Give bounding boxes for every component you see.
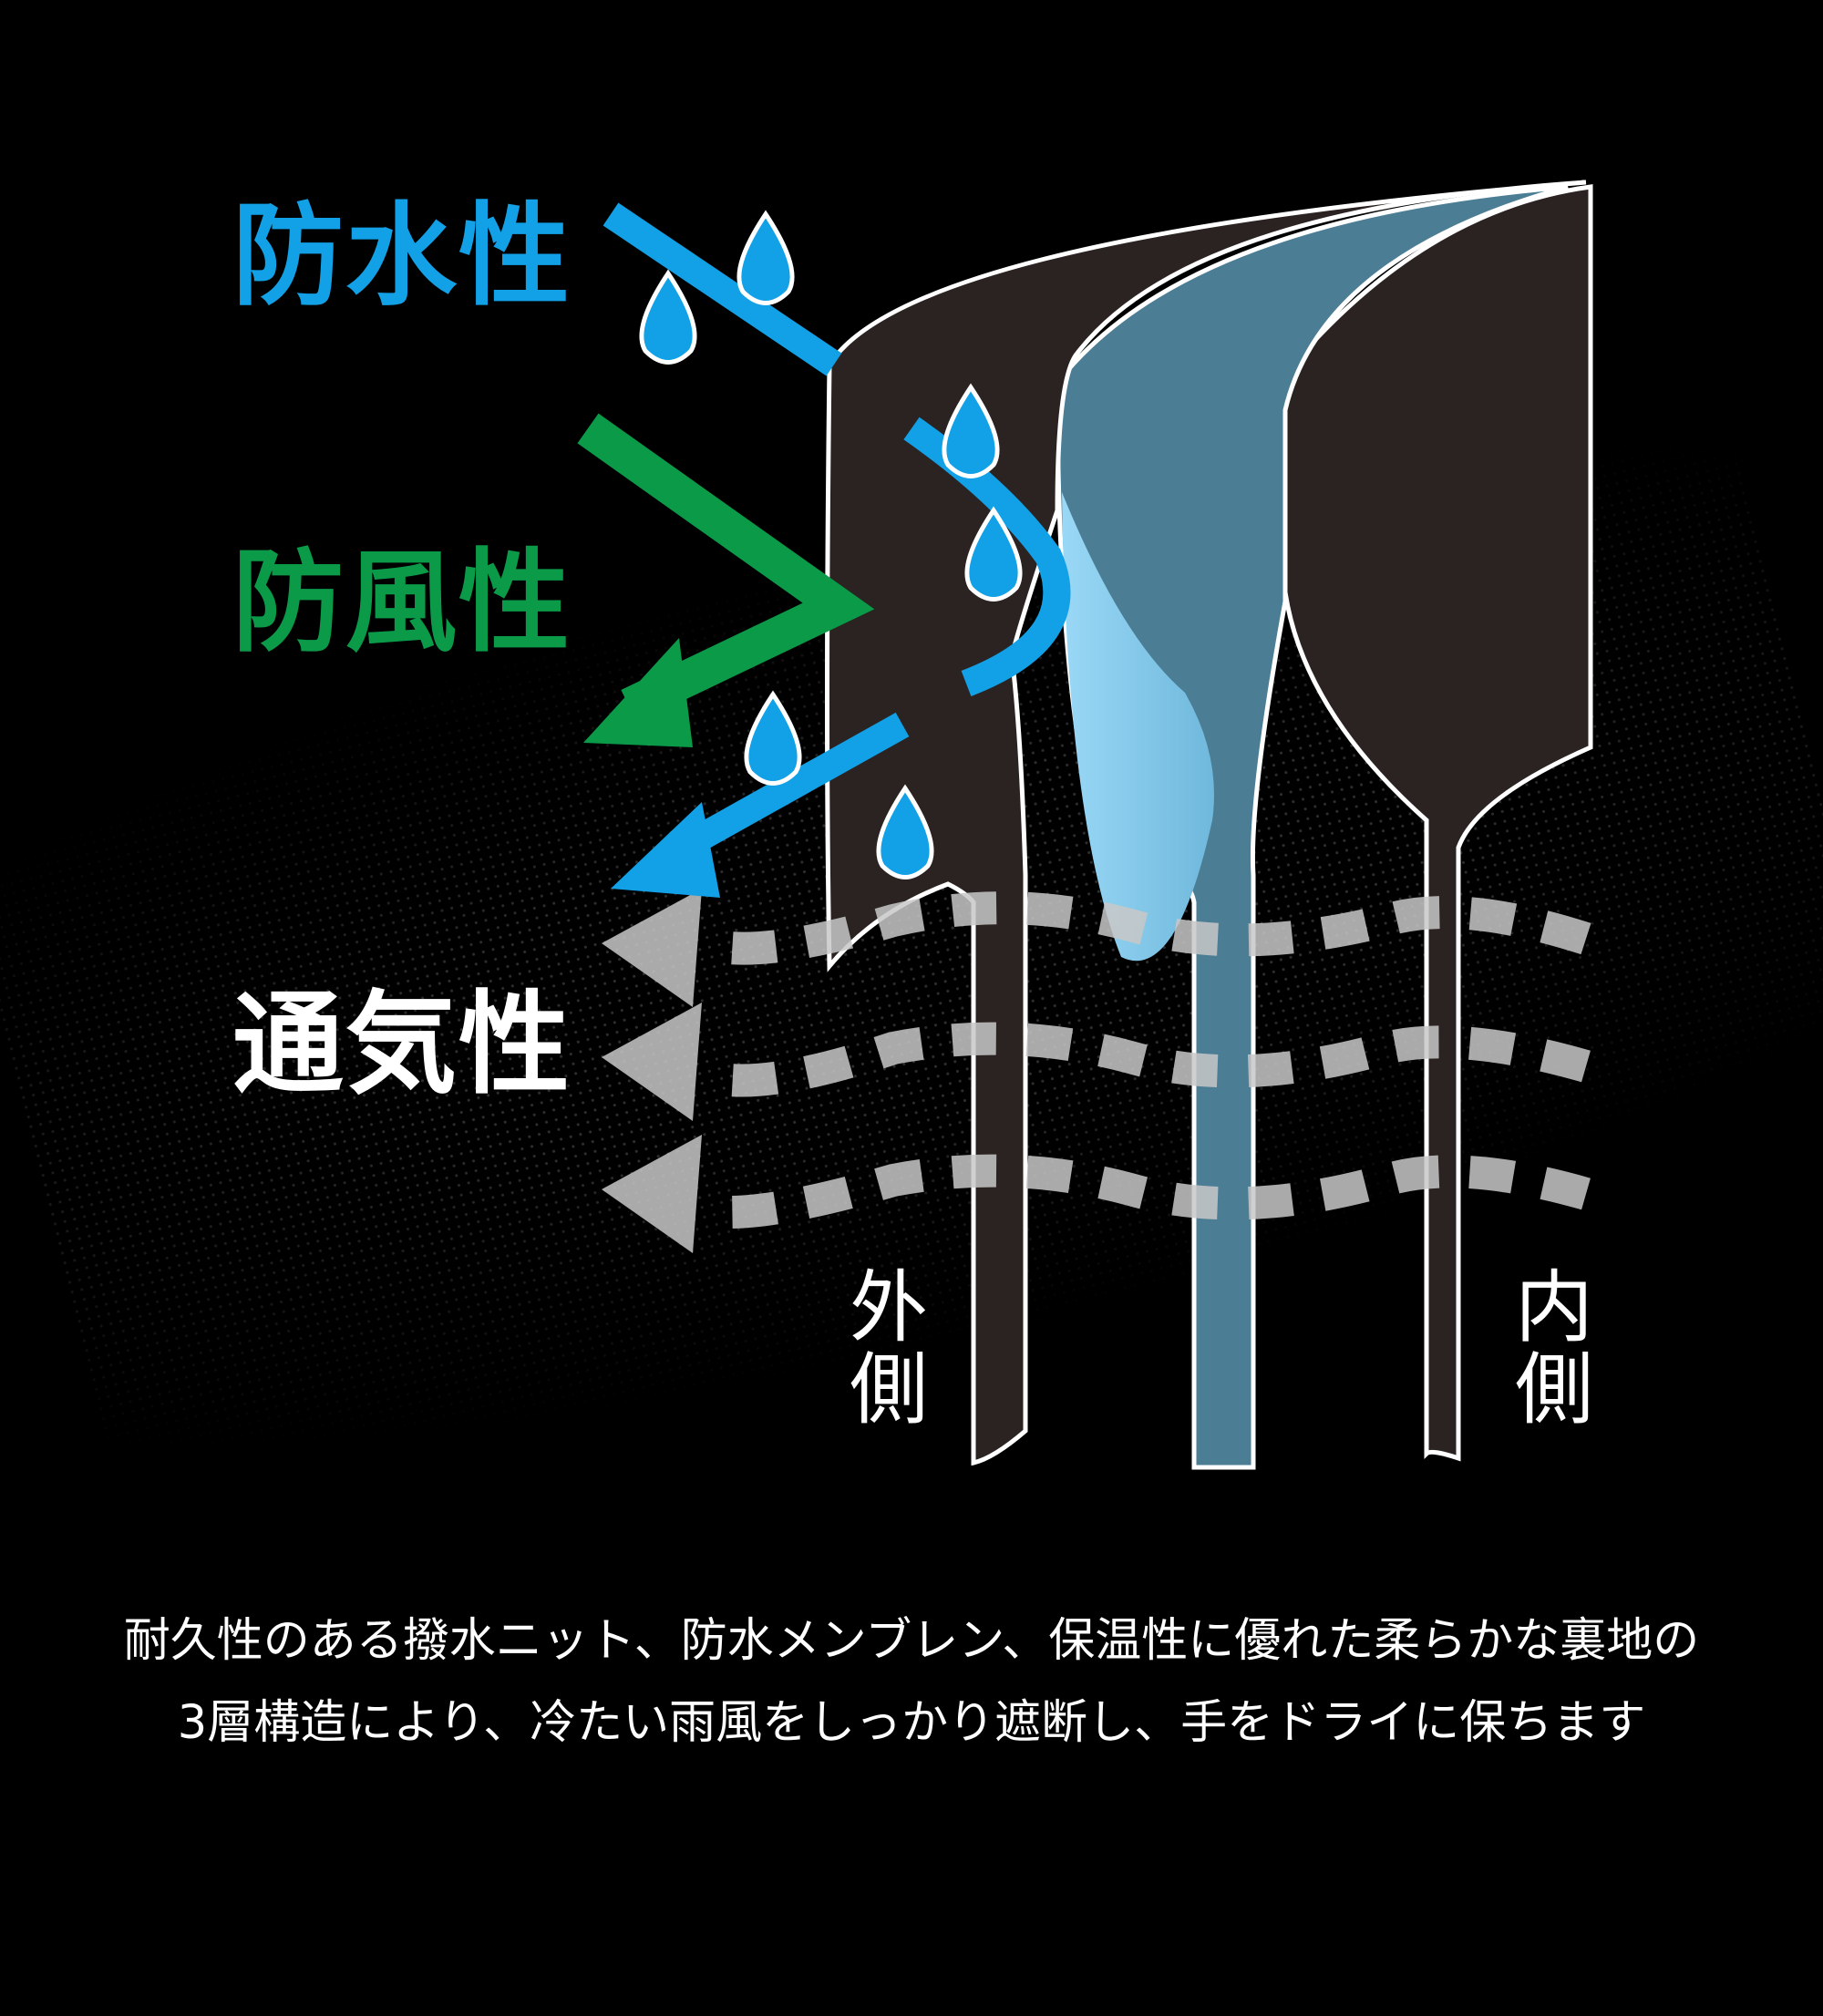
outer-side-label: 外側 <box>850 1262 928 1436</box>
water-drop-icons <box>639 210 1023 879</box>
water-arrowhead <box>611 802 720 898</box>
feature-label-windproof: 防風性 <box>232 538 572 667</box>
feature-label-breathable: 通気性 <box>232 980 572 1109</box>
wind-arrow <box>577 413 875 724</box>
description-caption: 耐久性のある撥水ニット、防水メンブレン、保温性に優れた柔らかな裏地の 3層構造に… <box>0 1600 1823 1764</box>
layer-diagram <box>577 180 1593 1470</box>
airflow-arrows <box>727 891 1591 1229</box>
feature-label-waterproof: 防水性 <box>232 191 572 321</box>
caption-line-1: 耐久性のある撥水ニット、防水メンブレン、保温性に優れた柔らかな裏地の <box>123 1614 1700 1668</box>
inner-lining-layer <box>1282 184 1593 1462</box>
wind-arrowhead <box>583 638 693 747</box>
inner-side-label: 内側 <box>1515 1262 1593 1436</box>
airflow-arrowheads <box>602 889 702 1253</box>
caption-line-2: 3層構造により、冷たい雨風をしっかり遮断し、手をドライに保ちます <box>177 1696 1646 1750</box>
